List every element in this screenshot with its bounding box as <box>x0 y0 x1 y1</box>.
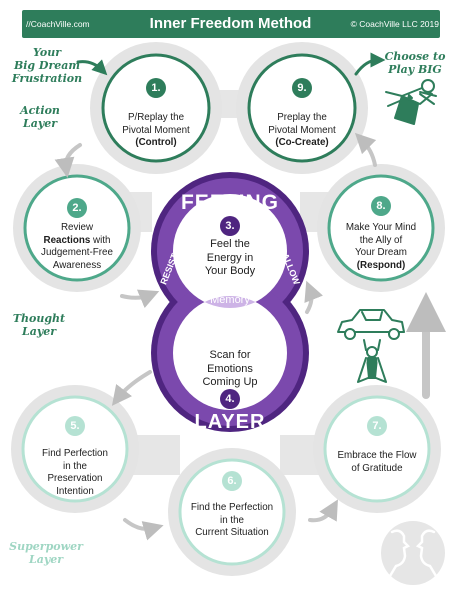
step-1-number: 1. <box>151 82 161 94</box>
person-lifting-car-icon <box>337 309 405 383</box>
step-9-number: 9. <box>297 82 307 94</box>
arrow-5-to-6 <box>123 518 164 541</box>
flow-arrows <box>54 132 446 541</box>
superhero-flying-icon <box>385 79 437 125</box>
feeling-title: FEELING <box>180 191 279 214</box>
step-2-number: 2. <box>72 202 82 214</box>
page-title: Inner Freedom Method <box>149 15 312 32</box>
arrow-4-to-5 <box>111 370 152 406</box>
arrow-2-to-3 <box>120 289 160 309</box>
arrow-6-to-7 <box>308 499 338 523</box>
step-circles <box>21 53 435 566</box>
header-bar <box>22 10 440 38</box>
step-6-number: 6. <box>227 475 237 487</box>
arrow-8-to-9 <box>354 132 377 167</box>
step-8-circle <box>327 174 435 282</box>
step-8-number: 8. <box>376 200 386 212</box>
curved-arrow-icon <box>76 52 386 76</box>
site-url: //CoachVille.com <box>26 19 90 29</box>
step-5-circle <box>21 395 129 503</box>
step-3-number: 3. <box>225 220 235 232</box>
step-4-number: 4. <box>225 393 235 405</box>
copyright: © CoachVille LLC 2019 <box>350 19 439 29</box>
layer-title: LAYER <box>194 411 266 433</box>
arrow-1-to-2 <box>54 143 82 178</box>
number-badges <box>65 78 391 491</box>
step-1-circle <box>101 53 211 163</box>
step-2-circle <box>23 174 131 282</box>
step-7-circle <box>323 395 431 503</box>
step-6-circle <box>178 458 286 566</box>
feeling-rings <box>151 172 309 432</box>
step-9-circle <box>247 53 357 163</box>
arrow-3-to-8 <box>304 280 323 314</box>
step-7-number: 7. <box>372 420 382 432</box>
step-5-number: 5. <box>70 420 80 432</box>
two-faces-icon <box>381 521 445 585</box>
